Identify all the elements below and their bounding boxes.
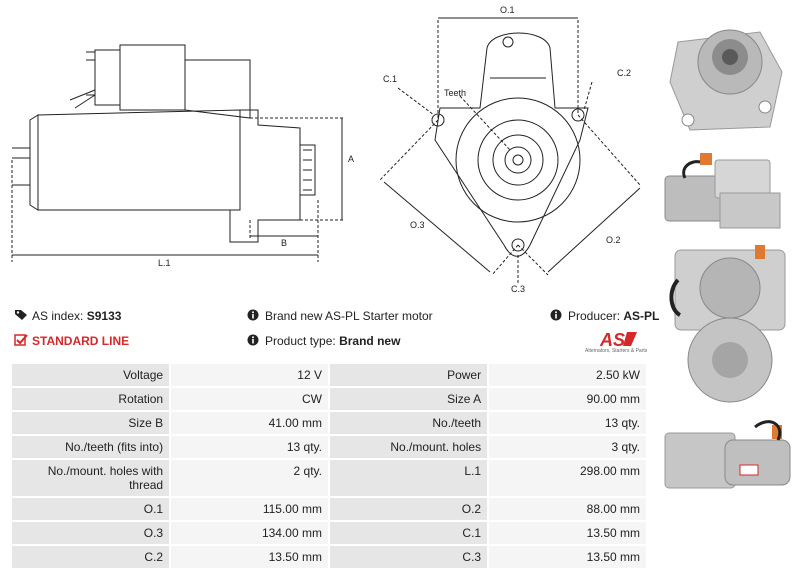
table-row: No./teeth (fits into)13 qty.No./mount. h… [12, 436, 646, 458]
spec-value: 3 qty. [489, 436, 646, 458]
side-dimension-arrows [12, 118, 343, 256]
spec-value: 298.00 mm [489, 460, 646, 496]
label-o3: O.3 [410, 220, 425, 230]
photo-rear[interactable] [660, 240, 800, 408]
spec-label: Power [329, 364, 488, 386]
spec-value: 134.00 mm [171, 522, 328, 544]
spec-value: 13.50 mm [489, 546, 646, 568]
label-c3: C.3 [511, 284, 525, 294]
side-dimensions [11, 117, 345, 262]
spec-value: 13.50 mm [171, 546, 328, 568]
spec-label: Size A [329, 388, 488, 410]
tag-icon [15, 310, 27, 320]
spec-value: 115.00 mm [171, 498, 328, 520]
hole-c2 [571, 108, 585, 122]
front-view [431, 32, 589, 257]
spec-label: No./teeth [329, 412, 488, 434]
producer-label: Producer: [568, 309, 621, 323]
as-index-label: AS index: [32, 309, 84, 323]
spec-label: No./teeth (fits into) [12, 436, 170, 458]
info-icon [550, 309, 562, 321]
product-type-label: Product type: [265, 334, 336, 348]
spec-label: Size B [12, 412, 170, 434]
solenoid [119, 44, 186, 111]
product-type-row: Product type: Brand new [247, 334, 400, 348]
label-o1: O.1 [500, 5, 515, 15]
spec-value: 2 qty. [171, 460, 328, 496]
spec-label: L.1 [329, 460, 488, 496]
as-pl-logo: AS [599, 330, 637, 350]
standard-line-row: STANDARD LINE [14, 334, 129, 348]
side-view [12, 44, 316, 243]
label-l1: L.1 [158, 258, 171, 268]
product-photos [660, 0, 800, 569]
spec-label: Rotation [12, 388, 170, 410]
label-c1: C.1 [383, 74, 397, 84]
spec-value: 2.50 kW [489, 364, 646, 386]
spec-value: 13.50 mm [489, 522, 646, 544]
spec-label: C.3 [329, 546, 488, 568]
spec-value: 90.00 mm [489, 388, 646, 410]
brand-new-row: Brand new AS-PL Starter motor [247, 309, 433, 323]
label-b: B [281, 238, 287, 248]
label-teeth: Teeth [444, 88, 466, 98]
photo-side[interactable] [660, 148, 800, 233]
photo-front[interactable] [660, 2, 800, 140]
spec-value: 13 qty. [489, 412, 646, 434]
info-icon [247, 334, 259, 346]
drawing-svg: O.1 C.1 C.2 Teeth O.3 O.2 C.3 A B L.1 [11, 5, 641, 294]
spec-value: 12 V [171, 364, 328, 386]
producer-row: Producer: AS-PL [550, 309, 659, 323]
spec-label: O.3 [12, 522, 170, 544]
hole-c1 [431, 113, 445, 127]
technical-drawing: O.1 C.1 C.2 Teeth O.3 O.2 C.3 A B L.1 [0, 0, 655, 300]
spec-label: O.1 [12, 498, 170, 520]
spec-label: O.2 [329, 498, 488, 520]
as-index-value: S9133 [86, 309, 122, 323]
photo-angle[interactable] [660, 415, 800, 500]
product-type-value: Brand new [339, 334, 401, 348]
logo-text: AS [599, 330, 625, 350]
front-dimensions [379, 20, 641, 285]
spec-label: No./mount. holes with thread [12, 460, 170, 496]
hole-c3 [511, 238, 525, 252]
standard-line-label: STANDARD LINE [32, 334, 130, 348]
spec-label: Voltage [12, 364, 170, 386]
spec-value: 13 qty. [171, 436, 328, 458]
pinion-teeth [504, 146, 532, 174]
checkbox-icon [14, 334, 28, 346]
label-o2: O.2 [606, 235, 621, 245]
front-dimension-arrows [383, 17, 641, 273]
label-c2: C.2 [617, 68, 631, 78]
motor-body [37, 109, 241, 211]
spec-label: No./mount. holes [329, 436, 488, 458]
producer-value: AS-PL [623, 309, 660, 323]
info-icon [247, 309, 259, 321]
as-index-row: AS index: S9133 [14, 309, 121, 323]
spec-value: CW [171, 388, 328, 410]
logo-tagline: Alternators, Starters & Parts [585, 348, 648, 354]
spec-label: C.2 [12, 546, 170, 568]
spec-label: C.1 [329, 522, 488, 544]
label-a: A [348, 154, 354, 164]
spec-value: 41.00 mm [171, 412, 328, 434]
spec-value: 88.00 mm [489, 498, 646, 520]
brand-new-text: Brand new AS-PL Starter motor [265, 309, 433, 323]
housing-circle [455, 97, 581, 223]
